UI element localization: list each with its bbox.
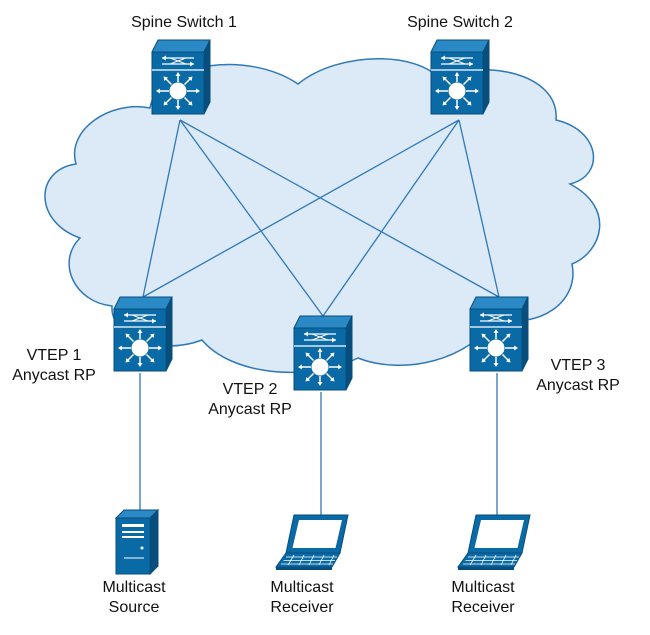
link-spine2-vtep1: [142, 119, 460, 298]
vtep-3-role: Anycast RP: [536, 377, 620, 394]
multicast-receiver-1-label: Multicast Receiver: [270, 578, 333, 618]
vtep-2-label: VTEP 2 Anycast RP: [208, 380, 292, 420]
vtep-3-switch-icon: [469, 296, 529, 372]
vtep-3-name: VTEP 3: [550, 357, 606, 374]
spine-leaf-links: [142, 119, 500, 317]
host-links: [139, 373, 498, 515]
link-spine1-vtep3: [179, 119, 500, 298]
multicast-receiver-2-line1: Multicast: [451, 579, 515, 596]
vtep-1-label: VTEP 1 Anycast RP: [12, 346, 96, 386]
vtep-2-role: Anycast RP: [208, 401, 292, 418]
link-spine2-vtep3: [458, 119, 500, 298]
spine-switch-1-icon: [151, 39, 211, 115]
multicast-receiver-2-line2: Receiver: [451, 599, 515, 616]
multicast-receiver-2-label: Multicast Receiver: [451, 578, 514, 618]
multicast-receiver-1-line2: Receiver: [270, 599, 334, 616]
spine-switch-1-label: Spine Switch 1: [131, 14, 237, 31]
vtep-1-role: Anycast RP: [12, 367, 96, 384]
multicast-source-label: Multicast Source: [102, 578, 165, 618]
vtep-2-switch-icon: [293, 315, 353, 391]
spine-switch-2-label: Spine Switch 2: [407, 14, 513, 31]
multicast-source-line1: Multicast: [102, 579, 166, 596]
multicast-source-line2: Source: [108, 599, 160, 616]
vtep-1-switch-icon: [113, 296, 173, 372]
vtep-1-name: VTEP 1: [26, 347, 82, 364]
multicast-receiver-2-laptop-icon: [457, 514, 531, 571]
link-spine1-vtep1: [142, 119, 181, 298]
link-spine1-vtep2: [179, 119, 324, 317]
vtep-2-name: VTEP 2: [222, 381, 278, 398]
vtep-3-label: VTEP 3 Anycast RP: [536, 356, 620, 396]
multicast-receiver-1-laptop-icon: [275, 514, 349, 571]
spine-switch-2-icon: [430, 39, 490, 115]
link-spine2-vtep2: [322, 119, 460, 317]
multicast-source-server-icon: [115, 509, 159, 575]
multicast-receiver-1-line1: Multicast: [270, 579, 334, 596]
